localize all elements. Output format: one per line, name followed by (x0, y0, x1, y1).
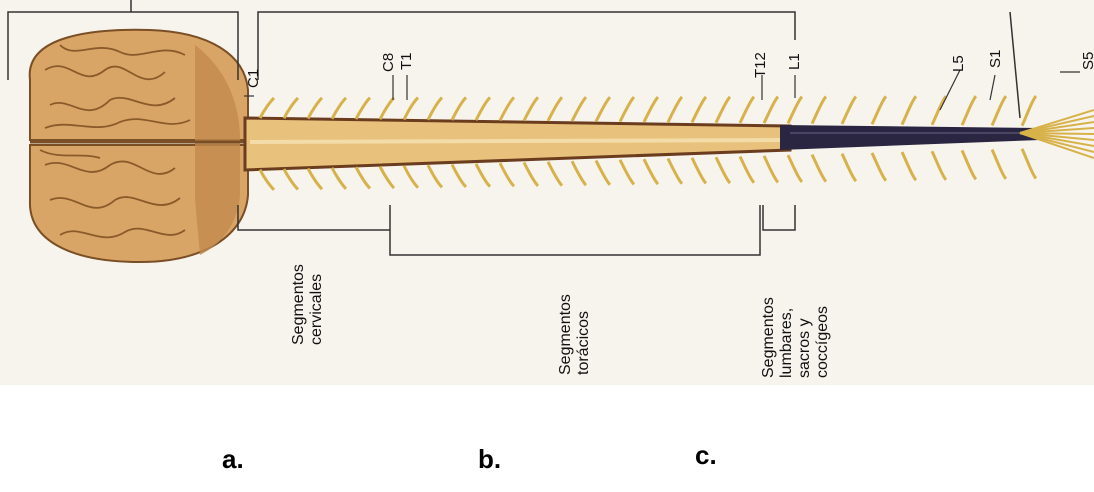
nerve-root-upper (596, 97, 610, 121)
nerve-root-upper (716, 97, 730, 123)
brain (30, 30, 248, 262)
nerve-root-lower (596, 160, 610, 184)
nerve-root-upper (842, 97, 856, 124)
nerve-root-lower (812, 155, 826, 182)
region-label-lumbar-sacral: Segmentos lumbares, sacros y coccígeos (760, 297, 832, 378)
nerve-root-lower (428, 165, 442, 187)
marker-c8: C8 (380, 53, 397, 72)
nerve-root-lower (992, 150, 1006, 179)
nerve-root-lower (788, 155, 802, 182)
marker-c1: C1 (245, 69, 262, 88)
spinal-cord-diagram (0, 0, 1094, 385)
nerve-root-lower (716, 157, 730, 183)
marker-l1: L1 (786, 53, 803, 70)
marker-t1: T1 (398, 52, 415, 70)
nerve-root-lower (872, 153, 886, 181)
nerve-root-upper (428, 98, 442, 120)
nerve-root-upper (932, 96, 946, 125)
nerve-root-lower (356, 167, 370, 188)
nerve-root-lower (644, 159, 658, 184)
nerve-root-lower (380, 166, 394, 188)
nerve-root-lower (764, 156, 778, 182)
nerve-root-upper (962, 96, 976, 125)
marker-t12: T12 (752, 52, 769, 78)
nerve-root-lower (962, 150, 976, 179)
nerve-root-lower (332, 168, 346, 189)
nerve-root-upper (992, 96, 1006, 125)
nerve-root-upper (572, 97, 586, 121)
nerve-root-upper (644, 97, 658, 122)
nerve-root-lower (548, 162, 562, 186)
nerve-root-upper (902, 96, 916, 124)
nerve-root-lower (524, 162, 538, 185)
nerve-root-upper (872, 96, 886, 124)
caption-c: c. (695, 440, 717, 471)
marker-l5: L5 (950, 55, 967, 72)
marker-s5: S5 (1080, 52, 1094, 70)
region-brackets (238, 205, 795, 255)
marker-leaders (244, 70, 1080, 110)
nerve-root-lower (308, 168, 322, 189)
nerve-root-upper (1022, 96, 1036, 126)
spinal-cord (245, 118, 1040, 170)
nerve-root-upper (260, 98, 274, 118)
nerve-root-lower (620, 160, 634, 185)
nerve-root-upper (308, 98, 322, 119)
nerve-root-lower (476, 164, 490, 187)
caption-a: a. (222, 444, 244, 475)
nerve-root-upper (284, 98, 298, 118)
nerve-root-lower (1022, 149, 1036, 179)
nerve-root-upper (332, 98, 346, 119)
nerve-root-upper (620, 97, 634, 122)
nerve-root-upper (668, 97, 682, 122)
nerve-root-upper (788, 97, 802, 124)
spinal-cord-figure: C1 C8 T1 T12 L1 L5 S1 S5 Segmentos cervi… (0, 0, 1094, 385)
nerve-root-upper (524, 97, 538, 120)
nerve-root-lower (572, 161, 586, 185)
nerve-root-upper (692, 97, 706, 123)
nerve-root-lower (404, 166, 418, 188)
nerve-root-upper (500, 97, 514, 120)
nerve-root-upper (548, 97, 562, 121)
nerve-root-lower (452, 164, 466, 187)
nerve-root-lower (284, 169, 298, 189)
nerve-root-lower (932, 151, 946, 180)
region-label-thoracic: Segmentos torácicos (557, 294, 593, 375)
nerve-root-lower (260, 170, 274, 190)
nerve-root-upper (404, 98, 418, 120)
region-label-cervical: Segmentos cervicales (290, 264, 326, 345)
nerve-root-upper (452, 97, 466, 120)
nerve-root-upper (812, 97, 826, 124)
nerve-root-lower (842, 154, 856, 181)
nerve-root-lower (500, 163, 514, 186)
nerve-root-lower (902, 152, 916, 180)
nerve-root-upper (380, 98, 394, 120)
nerve-root-upper (356, 98, 370, 119)
nerve-root-lower (692, 158, 706, 184)
nerve-root-lower (668, 159, 682, 184)
nerve-root-upper (476, 97, 490, 120)
nerve-root-lower (740, 157, 754, 183)
marker-s1: S1 (987, 50, 1004, 68)
nerve-root-upper (740, 97, 754, 123)
nerve-root-upper (764, 97, 778, 123)
caption-b: b. (478, 444, 501, 475)
